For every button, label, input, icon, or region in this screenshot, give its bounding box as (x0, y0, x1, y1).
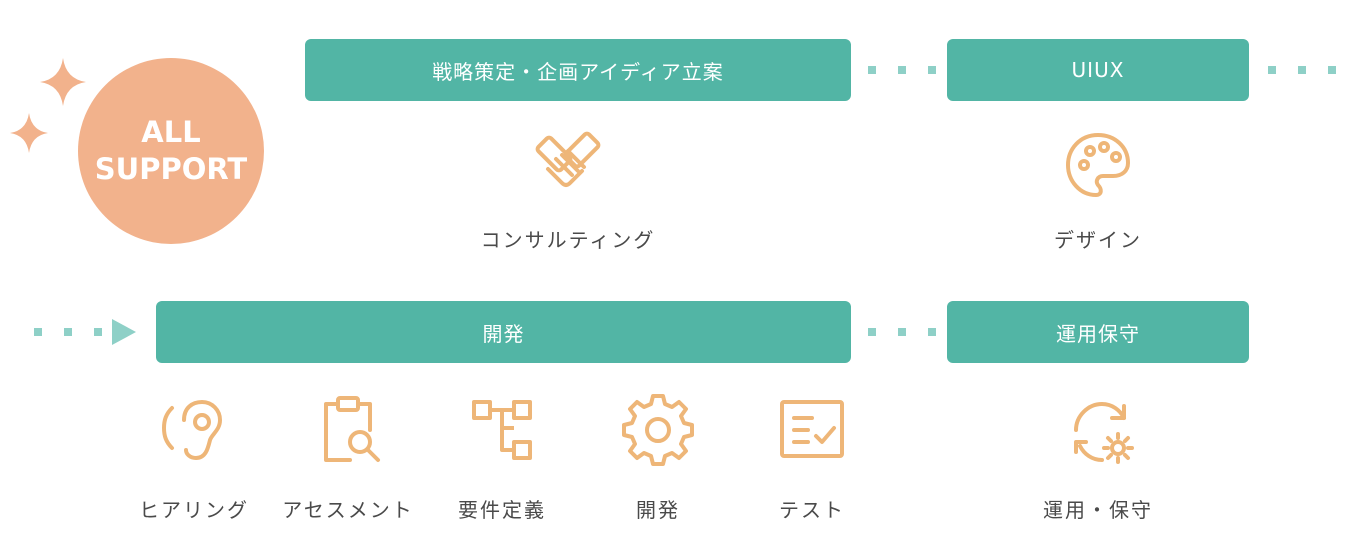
sparkle-small-icon (10, 113, 48, 153)
service-consulting-label: コンサルティング (480, 228, 656, 252)
badge-line-1: ALL (141, 115, 201, 149)
service-operations-label: 運用・保守 (1043, 498, 1153, 522)
stage-uiux-label: UIUX (1071, 58, 1125, 82)
stage-maintenance-bar: 運用保守 (947, 301, 1249, 363)
stage-uiux-bar: UIUX (947, 39, 1249, 101)
clipboard-search-icon (308, 390, 388, 470)
stage-development-bar: 開発 (156, 301, 851, 363)
all-support-badge: ALL SUPPORT (78, 58, 264, 244)
service-design-label: デザイン (1054, 228, 1142, 252)
service-test-label: テスト (779, 498, 845, 522)
stage-development-label: 開発 (482, 321, 525, 346)
service-hearing-label: ヒアリング (139, 498, 249, 522)
stage-strategy-label: 戦略策定・企画アイディア立案 (432, 59, 724, 84)
refresh-gear-icon (1062, 392, 1142, 472)
sparkle-large-icon (40, 58, 86, 106)
checklist-icon (772, 390, 852, 470)
stage-strategy-bar: 戦略策定・企画アイディア立案 (305, 39, 851, 101)
service-assessment-label: アセスメント (282, 498, 414, 522)
flowchart-icon (462, 390, 542, 470)
badge-line-2: SUPPORT (94, 152, 248, 186)
service-requirements-label: 要件定義 (458, 498, 546, 522)
handshake-icon (528, 125, 608, 205)
connector-dots-2 (1268, 66, 1336, 74)
connector-dots-3 (34, 328, 102, 336)
service-dev-label: 開発 (636, 498, 680, 522)
stage-maintenance-label: 運用保守 (1056, 321, 1140, 346)
gear-icon (618, 390, 698, 470)
arrow-right-icon (112, 319, 136, 345)
connector-dots-4 (868, 328, 936, 336)
ear-icon (154, 390, 234, 470)
palette-icon (1058, 125, 1138, 205)
connector-dots-1 (868, 66, 936, 74)
